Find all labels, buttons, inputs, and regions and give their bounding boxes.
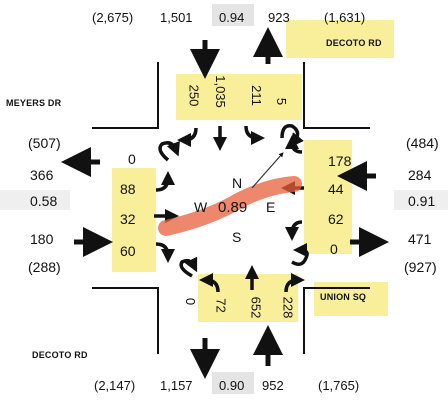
east-out: 471 [408,231,432,247]
wb-mvmt-3: 62 [328,211,344,227]
east-in: 284 [408,167,432,183]
curb-nw [92,62,159,129]
center-phf: 0.89 [218,199,248,216]
east-phf: 0.91 [408,193,436,209]
west-out: 366 [30,167,54,183]
eb-left-arrow [155,171,175,192]
mark-north-phf [212,4,254,26]
west-paren-bottom: (288) [28,259,61,275]
street-label-union-sq: UNION SQ [320,292,367,302]
street-label-decoto-sw: DECOTO RD [32,350,88,360]
mark-west-phf [0,190,70,210]
sb-right-arrow [284,273,305,293]
wb-mvmt-1: 178 [328,153,352,169]
sb-mvmt-1: 0 [183,297,199,306]
curb-se [303,287,370,354]
street-label-decoto-ne: DECOTO RD [326,38,382,48]
wb-uturn-arrow [291,243,309,266]
south-in-paren: (2,147) [94,378,136,393]
wb-mvmt-2: 44 [328,181,344,197]
east-paren-top: (484) [406,135,439,151]
highlight-north-movements [176,74,302,120]
west-paren-top: (507) [28,135,61,151]
south-phf: 0.90 [219,378,245,393]
compass-w: W [194,199,208,215]
street-label-meyers: MEYERS DR [6,98,62,108]
sb-left-arrow [199,273,220,293]
nb-mvmt-4: 5 [274,97,290,106]
wb-right-arrow [285,135,303,154]
sb-mvmt-2: 72 [213,298,229,313]
nb-mvmt-2: 1,035 [212,75,228,108]
north-arrow-icon [251,152,284,189]
north-out-paren: (2,675) [92,10,134,25]
west-in: 180 [30,231,54,247]
nb-uturn-arrow [280,124,304,148]
eb-mvmt-2: 88 [120,181,136,197]
nb-right-arrow [177,127,198,147]
eb-mvmt-4: 60 [120,243,136,259]
north-out: 1,501 [160,10,193,25]
south-in: 1,157 [160,378,193,393]
nb-left-arrow [244,125,265,145]
curb-ne [303,62,370,129]
north-phf: 0.94 [219,10,245,25]
south-out-paren: (1,765) [318,378,360,393]
north-in-paren: (1,631) [324,10,366,25]
curb-lines [92,62,370,354]
center-highlight-stroke [158,176,302,236]
compass-s: S [232,229,242,245]
highlight-west-movements [112,168,156,272]
compass-n: N [232,175,243,191]
south-out: 952 [262,378,284,393]
wb-left-arrow [285,220,303,241]
eb-mvmt-3: 32 [120,211,136,227]
eb-mvmt-1: 0 [128,151,136,167]
mark-east-phf [394,190,448,210]
wb-mvmt-4: 0 [330,241,338,257]
east-paren-bottom: (927) [404,259,437,275]
curb-sw [92,287,159,354]
eb-uturn-arrow [158,140,180,162]
compass-e: E [266,199,276,215]
highlight-east-movements [304,140,352,254]
sb-mvmt-4: 228 [280,296,296,319]
highlight-decoto-ne [286,20,394,58]
eb-right-arrow [155,242,175,263]
sb-uturn-arrow [179,256,198,278]
mark-south-phf [212,372,254,394]
west-phf: 0.58 [30,193,58,209]
sb-mvmt-3: 652 [248,296,264,319]
north-in: 923 [268,10,290,25]
